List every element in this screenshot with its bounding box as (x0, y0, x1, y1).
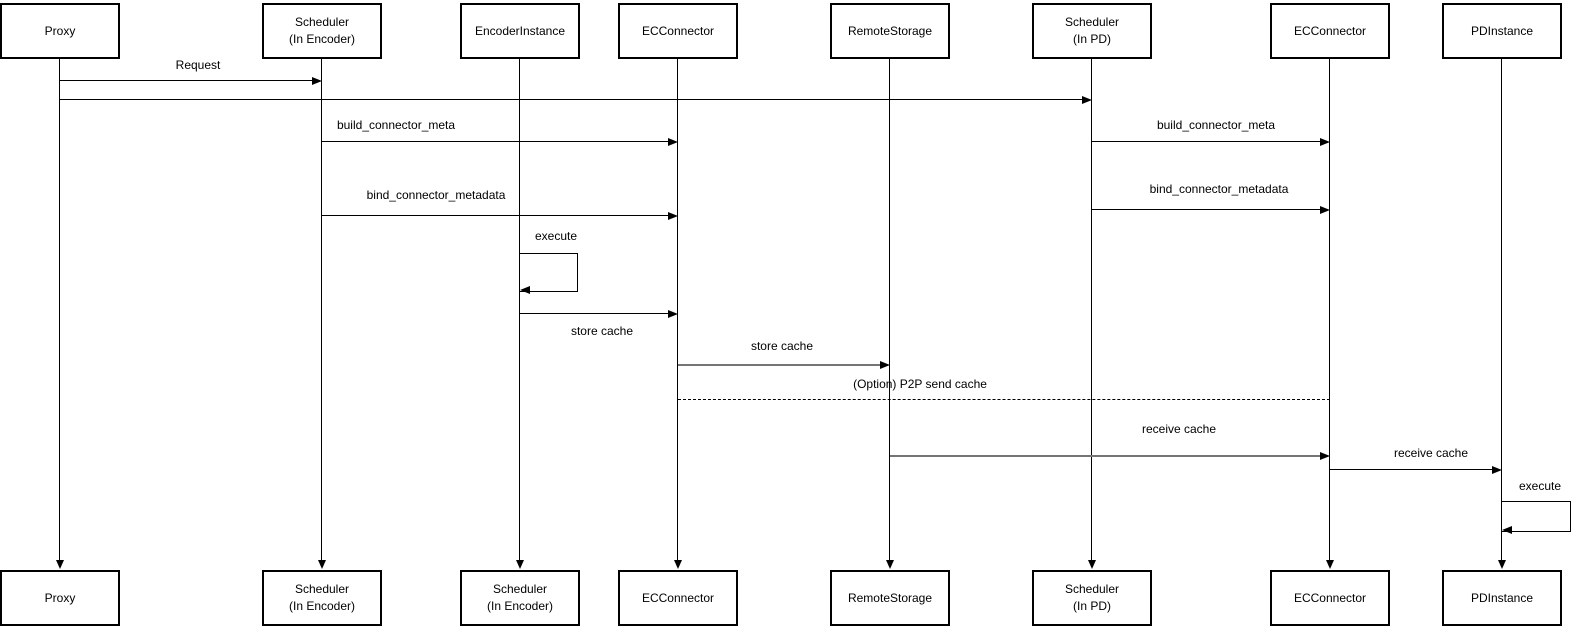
actor-bottom-ec-connector-left: ECConnector (618, 570, 738, 626)
arrow-down-icon (1498, 560, 1506, 569)
lifeline-pd-instance (1501, 59, 1502, 561)
arrow-right-icon (668, 211, 678, 220)
message-arrow-request (60, 80, 312, 81)
actor-bottom-encoder-instance: Scheduler (In Encoder) (460, 570, 580, 626)
arrow-down-icon (674, 560, 682, 569)
actor-bottom-pd-instance: PDInstance (1442, 570, 1562, 626)
message-label-build-connector-meta-left: build_connector_meta (336, 118, 456, 132)
message-arrow-receive-cache-2 (1330, 469, 1492, 470)
actor-top-remote-storage: RemoteStorage (830, 3, 950, 59)
message-label-p2p-send-cache: (Option) P2P send cache (853, 377, 987, 391)
arrow-right-icon (1320, 452, 1330, 460)
self-loop-execute-pd (1502, 501, 1571, 532)
actor-top-proxy: Proxy (0, 3, 120, 59)
lifeline-scheduler-in-pd (1091, 59, 1092, 561)
message-arrow-proxy-to-scheduler-pd (60, 99, 1082, 100)
message-arrow-store-cache-2 (678, 364, 880, 366)
message-arrow-p2p-send-cache (678, 399, 1330, 400)
arrow-down-icon (516, 560, 524, 569)
actor-top-pd-instance: PDInstance (1442, 3, 1562, 59)
message-arrow-receive-cache-1 (890, 455, 1320, 457)
arrow-left-icon (520, 285, 530, 294)
arrow-right-icon (1320, 137, 1330, 146)
actor-bottom-scheduler-in-encoder: Scheduler (In Encoder) (262, 570, 382, 626)
arrow-right-icon (1492, 465, 1502, 474)
message-label-receive-cache-1: receive cache (1141, 422, 1217, 436)
actor-top-ec-connector-left: ECConnector (618, 3, 738, 59)
arrow-right-icon (1320, 205, 1330, 214)
arrow-down-icon (56, 560, 64, 569)
actor-bottom-proxy: Proxy (0, 570, 120, 626)
message-label-execute-pd: execute (1518, 479, 1562, 493)
actor-bottom-scheduler-in-pd: Scheduler (In PD) (1032, 570, 1152, 626)
arrow-right-icon (668, 309, 678, 318)
actor-bottom-ec-connector-right: ECConnector (1270, 570, 1390, 626)
message-label-bind-connector-metadata-right: bind_connector_metadata (1149, 182, 1289, 196)
actor-top-ec-connector-right: ECConnector (1270, 3, 1390, 59)
lifeline-proxy (59, 59, 60, 561)
lifeline-encoder-instance (519, 59, 520, 561)
message-arrow-build-connector-meta-left (322, 141, 668, 142)
actor-top-scheduler-in-pd: Scheduler (In PD) (1032, 3, 1152, 59)
message-arrow-bind-connector-metadata-right (1092, 209, 1320, 210)
arrow-right-icon (1082, 95, 1092, 104)
actor-bottom-remote-storage: RemoteStorage (830, 570, 950, 626)
message-label-store-cache-2: store cache (750, 339, 814, 353)
arrow-down-icon (1088, 560, 1096, 569)
arrow-down-icon (1326, 560, 1334, 569)
message-arrow-bind-connector-metadata-left (322, 215, 668, 216)
message-label-receive-cache-2: receive cache (1393, 446, 1469, 460)
message-label-request: Request (175, 58, 221, 72)
arrow-right-icon (668, 137, 678, 146)
arrow-left-icon (1502, 525, 1512, 534)
actor-top-scheduler-in-encoder: Scheduler (In Encoder) (262, 3, 382, 59)
message-label-bind-connector-metadata-left: bind_connector_metadata (366, 188, 506, 202)
message-arrow-build-connector-meta-right (1092, 141, 1320, 142)
lifeline-remote-storage (889, 59, 890, 561)
message-label-build-connector-meta-right: build_connector_meta (1156, 118, 1276, 132)
arrow-right-icon (880, 361, 890, 369)
lifeline-scheduler-in-encoder (321, 59, 322, 561)
arrow-down-icon (318, 560, 326, 569)
message-arrow-store-cache-1 (520, 313, 668, 314)
message-label-store-cache-1: store cache (570, 324, 634, 338)
actor-top-encoder-instance: EncoderInstance (460, 3, 580, 59)
message-label-execute-encoder: execute (534, 229, 578, 243)
lifeline-ec-connector-right (1329, 59, 1330, 561)
arrow-down-icon (886, 560, 894, 569)
arrow-right-icon (312, 76, 322, 85)
self-loop-execute-encoder (520, 253, 578, 292)
